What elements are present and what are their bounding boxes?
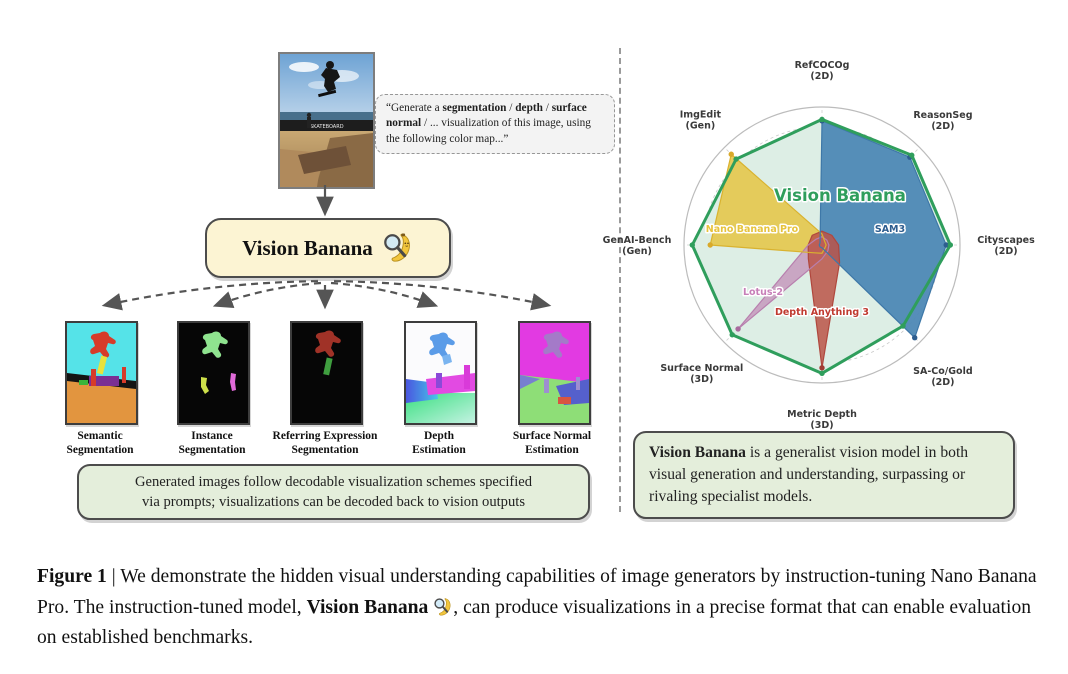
skateboarder-photo-art: SKATEBOARD (280, 54, 373, 187)
prompt-text-close: / ... visualization of this image, using… (386, 117, 591, 145)
referring-expression-thumbnail (290, 321, 363, 425)
svg-text:Depth Anything 3: Depth Anything 3 (775, 307, 869, 318)
semantic-segmentation-thumbnail (65, 321, 138, 425)
banana-magnifier-icon-small (434, 597, 451, 616)
model-name-label: Vision Banana (242, 235, 373, 260)
svg-text:Vision Banana: Vision Banana (774, 186, 906, 205)
depth-estimation-thumbnail (404, 321, 477, 425)
svg-text:Cityscapes(2D): Cityscapes(2D) (977, 235, 1035, 257)
prompt-bold-depth: depth (515, 102, 543, 114)
prompt-box: “Generate a segmentation / depth / surfa… (375, 94, 615, 155)
svg-text:Nano Banana Pro: Nano Banana Pro (706, 224, 799, 235)
left-note-line1: Generated images follow decodable visual… (134, 474, 533, 490)
svg-text:GenAI-Bench(Gen): GenAI-Bench(Gen) (603, 235, 672, 257)
panel-divider (619, 48, 621, 512)
svg-text:SA-Co/Gold(2D): SA-Co/Gold(2D) (913, 366, 973, 388)
surface-normal-thumbnail (518, 321, 591, 425)
caption-body-2: , can produce visualizations in a precis… (37, 596, 1032, 649)
prompt-bold-segmentation: segmentation (442, 102, 507, 114)
caption-model-name: Vision Banana (306, 596, 429, 618)
left-note-box: Generated images follow decodable visual… (77, 464, 590, 521)
banana-magnifier-icon (383, 233, 410, 262)
radar-chart: RefCOCOg(2D) ReasonSeg(2D) Cityscapes(2D) S… (603, 60, 1035, 431)
vision-banana-model-box: Vision Banana (205, 218, 451, 278)
right-note-bold: Vision Banana (649, 444, 746, 461)
caption-body-1: | We demonstrate the hidden visual under… (37, 566, 1037, 618)
prompt-bold-surface-normal: surface normal (386, 102, 587, 130)
right-note-box: Vision Banana is a generalist vision mod… (633, 431, 1015, 520)
photo-banner-text: SKATEBOARD (310, 124, 344, 130)
svg-text:SAM3: SAM3 (875, 224, 905, 235)
input-photo: SKATEBOARD (278, 52, 375, 189)
svg-text:RefCOCOg(2D): RefCOCOg(2D) (795, 60, 850, 82)
figure-caption: Figure 1 | We demonstrate the hidden vis… (37, 562, 1041, 654)
instance-segmentation-thumbnail (177, 321, 250, 425)
svg-text:Metric Depth(3D): Metric Depth(3D) (787, 409, 857, 431)
fan-dashed-arrows (101, 279, 552, 311)
right-note-rest: is a generalist vision model in both vis… (649, 444, 969, 506)
left-note-line2: via prompts; visualizations can be decod… (141, 494, 525, 511)
skater-silhouette (318, 61, 340, 98)
svg-text:Surface Normal(3D): Surface Normal(3D) (660, 363, 743, 385)
caption-figure-label: Figure 1 (37, 566, 107, 587)
svg-text:ImgEdit(Gen): ImgEdit(Gen) (680, 109, 722, 131)
svg-text:Lotus-2: Lotus-2 (743, 287, 783, 298)
svg-text:ReasonSeg(2D): ReasonSeg(2D) (913, 110, 972, 132)
prompt-text-open: “Generate a (386, 102, 443, 114)
